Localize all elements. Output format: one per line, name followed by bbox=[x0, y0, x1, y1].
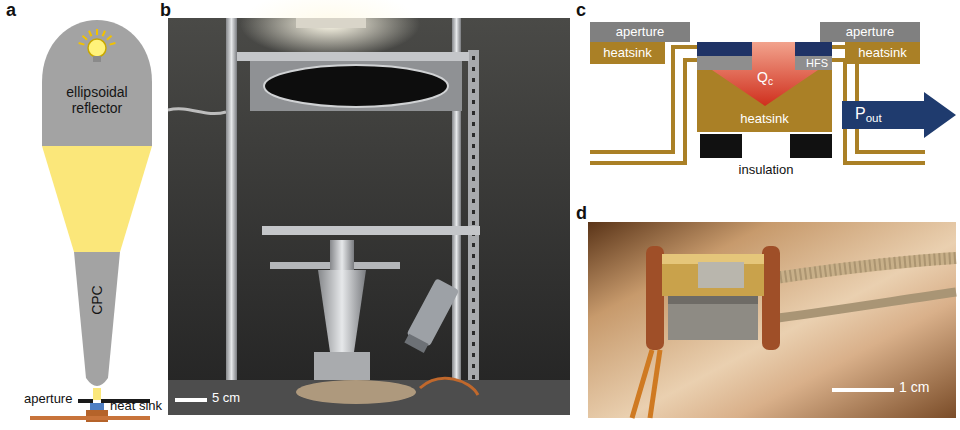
photo-background bbox=[168, 18, 570, 415]
light-ray bbox=[79, 43, 85, 45]
absorber-block bbox=[795, 42, 832, 56]
cpc-cone bbox=[318, 270, 366, 352]
light-ray bbox=[96, 29, 98, 35]
light-cone bbox=[42, 146, 152, 252]
camera bbox=[403, 278, 460, 354]
node-text: Pout bbox=[855, 105, 882, 125]
node-text: CPC bbox=[89, 285, 105, 315]
text-subscript: c bbox=[768, 76, 773, 87]
light-bulb bbox=[79, 29, 116, 62]
text-main: P bbox=[855, 105, 866, 122]
light-beam bbox=[93, 388, 101, 400]
text-main: Q bbox=[757, 69, 768, 85]
sensor-lead bbox=[650, 350, 660, 418]
light-spot bbox=[296, 380, 416, 404]
light-ray bbox=[82, 36, 87, 40]
panel-letter: a bbox=[6, 0, 16, 21]
aperture-plate: aperture bbox=[820, 22, 920, 42]
power-out-arrow: Pout bbox=[842, 92, 956, 138]
aperture-bar bbox=[78, 399, 93, 403]
frame-post bbox=[226, 18, 237, 415]
absorber-block bbox=[697, 42, 752, 56]
node-text: heatsink bbox=[603, 46, 651, 61]
lower-block-edge bbox=[668, 296, 758, 304]
light-ray bbox=[102, 31, 105, 36]
panel-letter: b bbox=[160, 0, 171, 21]
lower-block bbox=[668, 296, 758, 340]
insulation-block bbox=[790, 134, 832, 158]
cpc-concentrator: CPC bbox=[74, 252, 120, 392]
base-plate bbox=[168, 380, 570, 415]
insulation-block bbox=[700, 134, 742, 158]
light-ray bbox=[89, 31, 92, 36]
heatsink-block: heatsink bbox=[845, 42, 920, 64]
copper-bracket bbox=[646, 246, 664, 350]
aperture-plate: aperture bbox=[590, 22, 690, 42]
text-subscript: out bbox=[866, 112, 882, 124]
heatsink-block: heatsink bbox=[590, 42, 665, 64]
lamp-glow bbox=[240, 0, 420, 58]
cpc-holder bbox=[330, 240, 354, 270]
panel-letter: d bbox=[576, 203, 587, 224]
cable bbox=[775, 258, 956, 278]
gold-block bbox=[662, 254, 764, 296]
frame-bar bbox=[237, 52, 469, 61]
part-label: aperture bbox=[24, 392, 72, 407]
camera-body bbox=[406, 278, 459, 347]
node-text: aperture bbox=[846, 25, 894, 40]
cpc-concentrator-fill bbox=[74, 252, 120, 386]
panel-letter: c bbox=[576, 0, 586, 21]
copper-wire bbox=[420, 378, 478, 395]
copper-bracket bbox=[762, 246, 780, 350]
reflector-shape-outline bbox=[42, 20, 152, 146]
node-text: heatsink bbox=[740, 112, 788, 127]
cable-braid bbox=[775, 258, 956, 278]
bulb-base bbox=[93, 56, 101, 62]
light-ray bbox=[107, 36, 112, 40]
housing-frame bbox=[590, 60, 697, 163]
node-text: heatsink bbox=[858, 46, 906, 61]
bulb-glass bbox=[88, 39, 106, 57]
cpc-mount bbox=[314, 352, 370, 380]
heat-sink-bar bbox=[30, 416, 150, 420]
part-label: heat sink bbox=[110, 399, 162, 414]
node-text: Qc bbox=[757, 69, 773, 87]
power-out-arrow-fill bbox=[842, 92, 956, 138]
scale-label: 5 cm bbox=[212, 391, 240, 406]
node-text: HFS bbox=[806, 57, 828, 70]
sensor-chip bbox=[90, 403, 104, 410]
scale-bar bbox=[175, 398, 207, 402]
heat-flow-arrow: Qc bbox=[712, 42, 818, 106]
cable bbox=[168, 109, 226, 114]
camera-lens bbox=[404, 334, 428, 353]
sensor-film bbox=[698, 262, 744, 288]
cable bbox=[778, 292, 956, 318]
scale-label: 1 cm bbox=[899, 379, 929, 395]
node-text: ellipsoidal reflector bbox=[46, 84, 148, 116]
reflector-shape-fill bbox=[42, 20, 152, 146]
light-ray bbox=[110, 43, 116, 45]
cpc-concentrator-outline bbox=[74, 252, 120, 392]
lamp-housing bbox=[296, 18, 366, 28]
scale-bar bbox=[832, 388, 894, 392]
reflector-shape: ellipsoidal reflector bbox=[42, 20, 152, 146]
reflector-opening bbox=[264, 65, 448, 107]
part-label: insulation bbox=[739, 163, 794, 178]
frame-bar bbox=[262, 226, 480, 235]
photo-background bbox=[588, 222, 956, 418]
reflector-plate bbox=[250, 61, 462, 111]
node-text: aperture bbox=[616, 25, 664, 40]
